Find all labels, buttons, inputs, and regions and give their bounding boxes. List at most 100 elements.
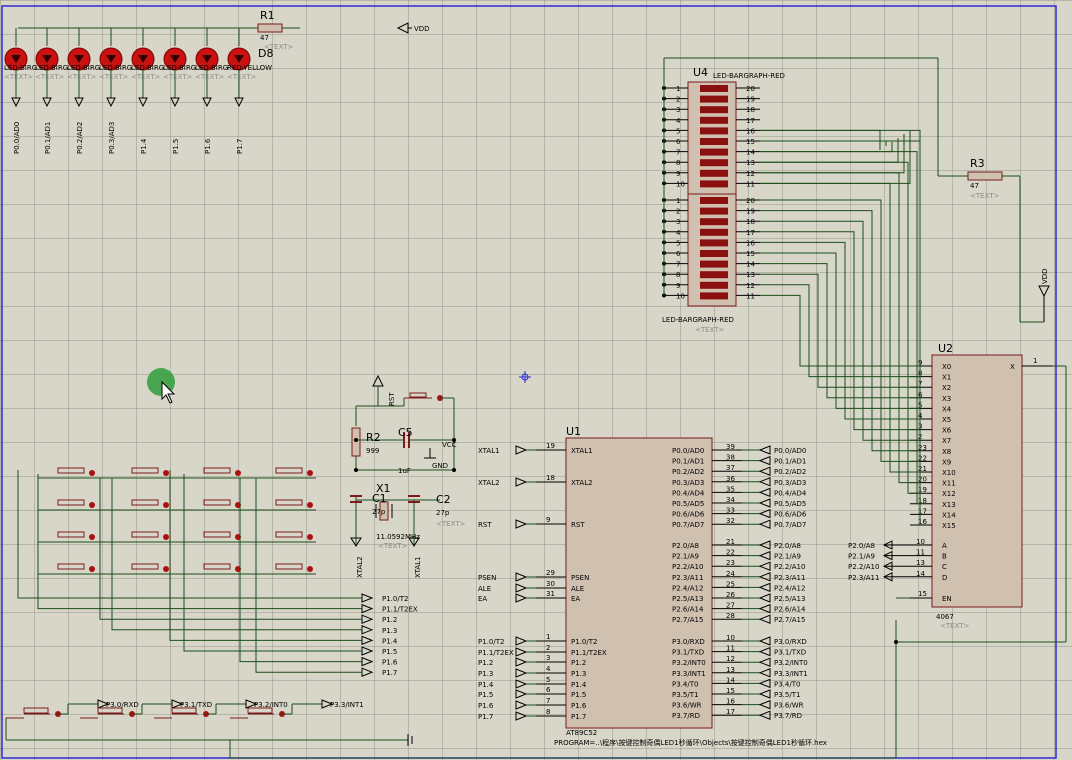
p3-button[interactable]: [247, 707, 273, 714]
u1-left-pin-num: 1: [546, 633, 550, 641]
xtal2-net: XTAL2: [356, 556, 364, 578]
p3-button[interactable]: [171, 707, 197, 714]
u1-right-net: P0.0/AD0: [774, 447, 806, 455]
keypad-key[interactable]: [131, 499, 159, 506]
u1-right-pin-num: 36: [726, 475, 735, 483]
r3-resistor[interactable]: [967, 171, 1003, 181]
u4-right-pin: 12: [746, 282, 755, 290]
bargraph-u2-wires: [760, 129, 921, 525]
r1-resistor[interactable]: [257, 23, 283, 33]
u1-left-pin-num: 7: [546, 697, 550, 705]
u1-left-pin-num: 5: [546, 676, 550, 684]
x1-crystal[interactable]: [379, 501, 389, 521]
u1-ref: U1: [566, 425, 581, 438]
u2-pin-num: 22: [918, 454, 927, 462]
u2-pin-name: X8: [942, 448, 951, 456]
keypad-key[interactable]: [57, 563, 85, 570]
u1-right-net: P2.2/A10: [774, 563, 805, 571]
keypad-net-label: P1.4: [382, 637, 398, 645]
keypad-key[interactable]: [57, 499, 85, 506]
led-text: <TEXT>: [35, 73, 65, 81]
u4-left-pin: 6: [676, 138, 681, 146]
u2-type: 4067: [936, 613, 954, 621]
u2-pin-name: X4: [942, 405, 952, 413]
u1-right-pin-num: 32: [726, 517, 735, 525]
u2-body[interactable]: [931, 354, 1023, 608]
u4-segment: [700, 169, 728, 177]
u1-body[interactable]: [565, 437, 713, 729]
u4-segment: [700, 106, 728, 114]
u1-left-pin-name: EA: [571, 595, 580, 603]
u1-right-pin-num: 14: [726, 676, 735, 684]
keypad-key[interactable]: [203, 499, 231, 506]
u1-left-pin-num: 2: [546, 644, 550, 652]
u4-segment: [700, 148, 728, 156]
r3-value: 47: [970, 182, 979, 190]
u1-left-pin-num: 29: [546, 569, 555, 577]
u1-pins: 19XTAL1XTAL118XTAL2XTAL29RSTRST29PSENPSE…: [478, 442, 808, 721]
u2-addr-pin-name: B: [942, 553, 947, 561]
u4-left-pin: 1: [676, 85, 680, 93]
u2-pin-num: 17: [918, 507, 927, 515]
keypad-key[interactable]: [131, 467, 159, 474]
u4-right-pin: 19: [746, 96, 755, 104]
keypad-key[interactable]: [57, 467, 85, 474]
u4-segment: [700, 292, 728, 300]
u4-left-pin: 6: [676, 250, 681, 258]
x1-value: 11.0592MHz: [376, 533, 420, 541]
u1-right-net: P3.6/WR: [774, 702, 804, 710]
keypad-key[interactable]: [203, 467, 231, 474]
u4-right-pin: 18: [746, 218, 755, 226]
u1-left-net: XTAL1: [478, 447, 500, 455]
u1-right-net: P2.7/A15: [774, 616, 805, 624]
led-port-label: P1.7: [236, 139, 244, 154]
keypad-key[interactable]: [131, 531, 159, 538]
u1-right-pin-name: P2.7/A15: [672, 616, 703, 624]
u1-left-pin-num: 6: [546, 686, 551, 694]
keypad-key[interactable]: [275, 467, 303, 474]
u4-left-pin: 9: [676, 282, 680, 290]
u1-right-pin-num: 37: [726, 464, 735, 472]
p3-net-label: P3.0/RXD: [106, 701, 139, 709]
keypad-key[interactable]: [203, 531, 231, 538]
u4-right-pin: 15: [746, 138, 755, 146]
u4-right-pin: 11: [746, 292, 755, 300]
p3-button[interactable]: [23, 707, 49, 714]
c2-value: 27p: [436, 509, 450, 517]
keypad-key[interactable]: [57, 531, 85, 538]
u1-left-pin-num: 18: [546, 474, 555, 482]
u1-right-pin-name: P3.0/RXD: [672, 638, 705, 646]
keypad-key[interactable]: [275, 499, 303, 506]
led-port-label: P0.0/AD0: [13, 122, 21, 154]
u4-right-pin: 16: [746, 127, 755, 135]
u2-pin-num: 16: [918, 518, 927, 526]
u1-right-pin-num: 34: [726, 496, 735, 504]
u1-left-net: P1.3: [478, 670, 493, 678]
u4-left-pin: 10: [676, 180, 685, 188]
u4-left-pin: 10: [676, 292, 685, 300]
u4-segment: [700, 138, 728, 145]
keypad-key[interactable]: [275, 563, 303, 570]
keypad-key[interactable]: [131, 563, 159, 570]
led-text: <TEXT>: [195, 73, 225, 81]
p3-button[interactable]: [97, 707, 123, 714]
u1-right-pin-name: P2.5/A13: [672, 595, 703, 603]
u4-right-pin: 19: [746, 208, 755, 216]
led-port-label: P0.1/AD1: [44, 122, 52, 154]
keypad-key[interactable]: [275, 531, 303, 538]
u1-left-net: P1.1/T2EX: [478, 649, 514, 657]
keypad-key[interactable]: [203, 563, 231, 570]
reset-circuit: [351, 374, 456, 472]
c5-ref: C5: [398, 426, 413, 439]
u1-right-net: P0.6/AD6: [774, 511, 807, 519]
led-chip-label: LED-BIRG: [35, 64, 68, 72]
led-text: <TEXT>: [99, 73, 129, 81]
u1-right-pin-num: 39: [726, 443, 735, 451]
keypad-matrix[interactable]: [37, 467, 316, 592]
u1-left-pin-num: 19: [546, 442, 555, 450]
u1-right-net: P0.4/AD4: [774, 489, 807, 497]
u4-right-pin: 13: [746, 271, 755, 279]
